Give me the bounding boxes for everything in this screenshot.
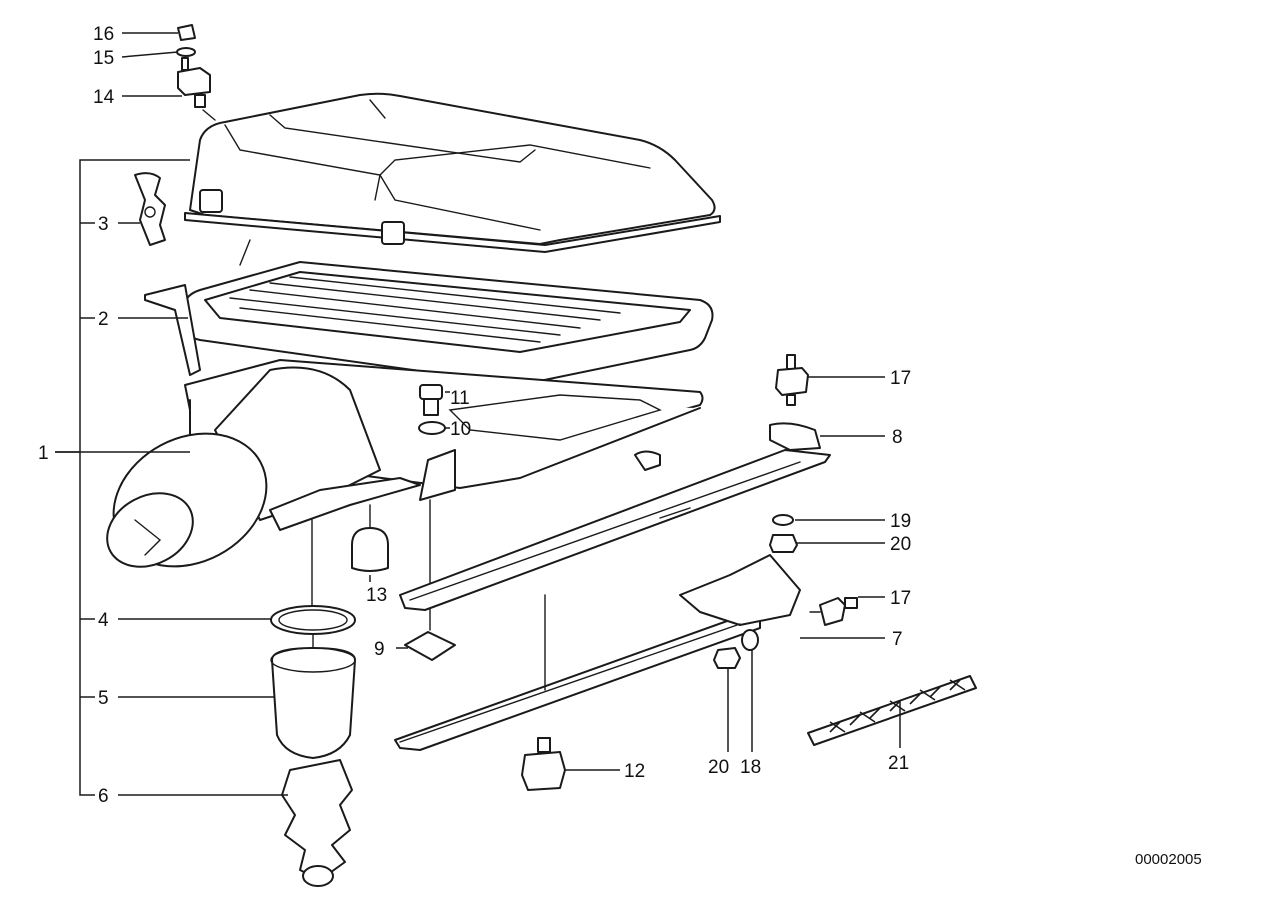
callout-17a: 17 [890,368,911,389]
filter-element [184,239,714,386]
callout-labels: 16 15 14 3 2 1 4 5 6 11 10 13 9 12 17 8 … [38,24,911,807]
support-rail-upper [399,422,831,611]
seal-ring [270,519,356,635]
callout-20a: 20 [890,534,911,555]
callout-11: 11 [450,388,470,409]
callout-6: 6 [98,786,109,807]
leader-lines [55,32,901,796]
diagram-number: 00002005 [1135,851,1202,868]
callout-13: 13 [366,585,387,606]
callout-2: 2 [98,309,109,330]
callout-21: 21 [888,753,909,774]
callout-5: 5 [98,688,109,709]
clip-9 [404,631,456,661]
callout-15: 15 [93,48,114,69]
filter-cup [270,633,356,759]
callout-19: 19 [890,511,911,532]
intake-snorkel [106,366,421,568]
callout-16: 16 [93,24,114,45]
washer-nut-lower [713,629,759,669]
callout-12: 12 [624,761,645,782]
callout-3: 3 [98,214,109,235]
callout-7: 7 [892,629,903,650]
rubber-buffer [521,737,566,791]
rubber-mount-top [176,24,216,121]
callout-18: 18 [740,757,761,778]
ground-strap [807,675,977,746]
rubber-boot [281,759,353,887]
rubber-mount-17 [775,354,858,626]
callout-10: 10 [450,419,471,440]
clip-part [134,172,166,246]
cap-part [351,504,389,572]
callout-1: 1 [38,443,49,464]
callout-20b: 20 [708,757,729,778]
support-rail-lower [394,554,801,751]
callout-14: 14 [93,87,115,108]
callout-17b: 17 [890,588,911,609]
callout-9: 9 [374,639,385,660]
washer-nut-right [769,514,798,553]
housing-cover [184,92,721,253]
callout-4: 4 [98,610,109,631]
callout-8: 8 [892,427,903,448]
